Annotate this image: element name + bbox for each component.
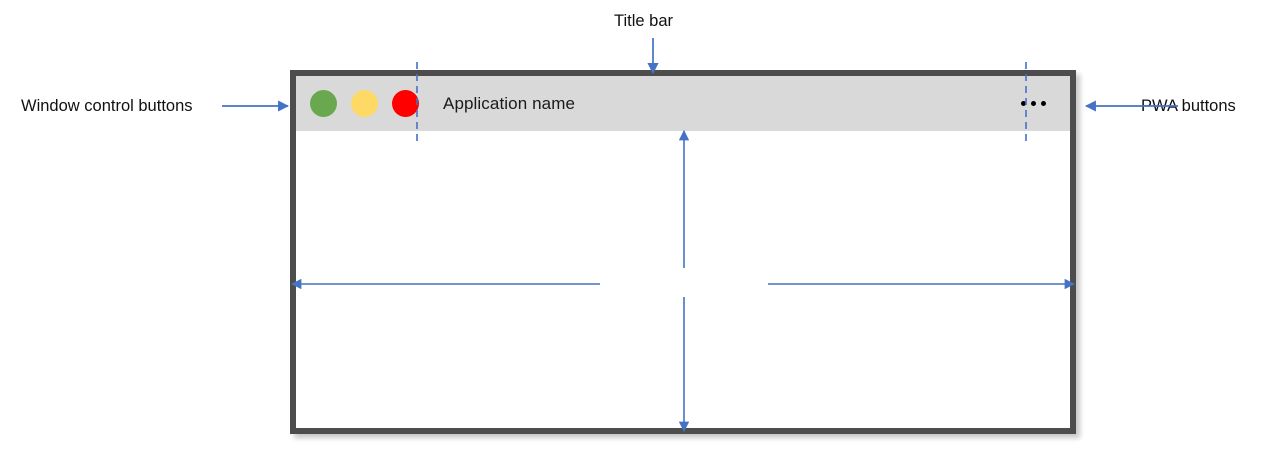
window-control-buttons xyxy=(310,90,419,117)
annotation-label-title-bar: Title bar xyxy=(614,12,673,30)
application-name-label: Application name xyxy=(443,94,576,113)
maximize-button[interactable] xyxy=(351,90,378,117)
ellipsis-icon-dot-2 xyxy=(1030,100,1036,107)
annotation-label-pwa-buttons: PWA buttons xyxy=(1141,97,1236,115)
minimize-button[interactable] xyxy=(310,90,337,117)
title-bar: Application name xyxy=(296,76,1070,131)
ellipsis-icon-dot-1 xyxy=(1020,100,1026,107)
close-button[interactable] xyxy=(392,90,419,117)
application-window: Application name xyxy=(290,70,1076,434)
pwa-menu-button[interactable] xyxy=(1020,100,1057,107)
annotation-label-window-control-buttons: Window control buttons xyxy=(21,97,193,115)
web-app-content-area xyxy=(296,131,1070,428)
ellipsis-icon-dot-3 xyxy=(1040,100,1046,107)
